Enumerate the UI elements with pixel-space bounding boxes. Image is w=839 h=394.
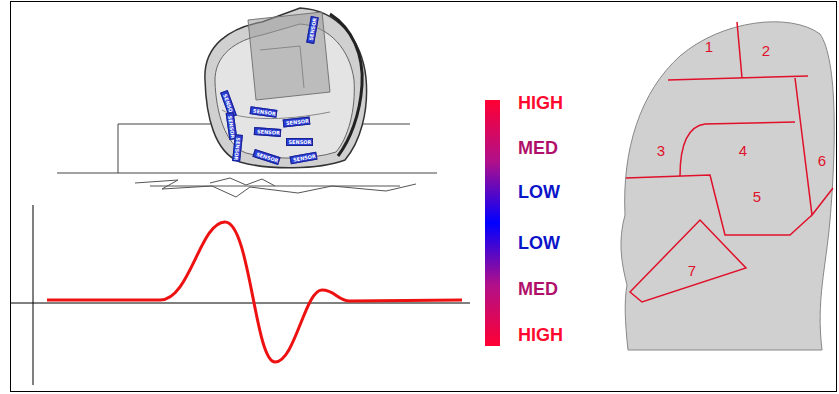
region-number: 4 [739, 143, 747, 158]
acceleration-curve [47, 222, 462, 362]
sensor-label: SENSOR [227, 115, 235, 136]
region-number: 2 [762, 43, 770, 58]
axes [10, 205, 470, 385]
region-number: 3 [657, 143, 665, 158]
scale-label: LOW [518, 183, 560, 201]
sensor-pad: SENSOR [286, 138, 313, 146]
sensor-label: SENSOR [256, 129, 277, 135]
frame [11, 2, 837, 392]
region-number: 1 [705, 39, 713, 54]
sensor-label: SENSOR [289, 140, 310, 145]
region-number: 5 [753, 189, 761, 204]
color-bar [485, 100, 500, 346]
sensor-label: SENSOR [233, 137, 240, 158]
region-number: 7 [688, 263, 696, 278]
scale-label: LOW [518, 234, 560, 252]
scale-label: MED [518, 280, 558, 298]
region-number: 6 [818, 153, 826, 168]
scale-label: HIGH [518, 326, 563, 344]
helmet [205, 8, 367, 168]
sensor-label: SENSOR [285, 119, 306, 126]
scale-label: MED [518, 139, 558, 157]
impact-burst [135, 178, 416, 197]
scale-label: HIGH [518, 94, 563, 112]
head-map [621, 22, 834, 350]
